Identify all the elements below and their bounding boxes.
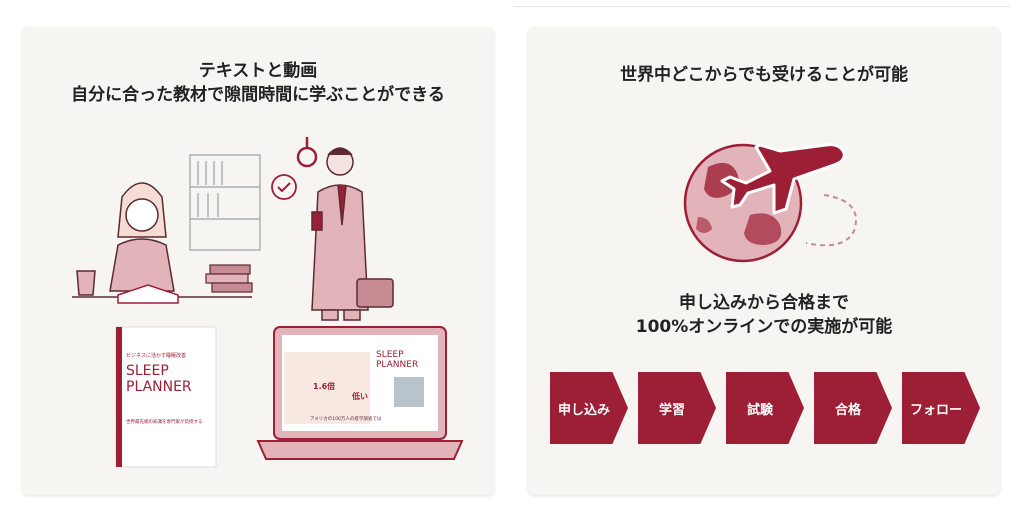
standing-man-figure: [311, 147, 394, 321]
slide-title-line2: PLANNER: [376, 360, 418, 370]
slide-title-line1: SLEEP: [376, 350, 404, 360]
feature-card-online: 世界中どこからでも受けることが可能 申し込みから合格まで 100%オンラインでの…: [528, 27, 1000, 495]
book-subtitle: ビジネスに活かす睡眠改善: [126, 352, 186, 359]
feature-card-text-video: テキストと動画 自分に合った教材で隙間時間に学ぶことができる: [22, 27, 494, 495]
heading-line: 世界中どこからでも受けることが可能: [620, 65, 908, 85]
card-heading: テキストと動画 自分に合った教材で隙間時間に学ぶことができる: [22, 59, 494, 107]
globe-airplane-illustration: [683, 143, 857, 263]
subheading-line-2: 100%オンラインでの実施が可能: [635, 317, 893, 337]
check-bubble-icon: [271, 174, 297, 200]
open-book: [117, 284, 179, 304]
process-steps: 申し込み 学習 試験 合格 フォロー: [550, 372, 980, 444]
airplane-icon: [720, 143, 846, 215]
heading-line-2: 自分に合った教材で隙間時間に学ぶことができる: [71, 85, 445, 105]
subheading-line-1: 申し込みから合格まで: [679, 293, 849, 313]
highlight-text: 低い: [351, 391, 368, 401]
book-tagline: 世界最先端の知識を専門家が伝授する: [126, 418, 203, 425]
heading-line-1: テキストと動画: [198, 61, 318, 81]
step-apply: 申し込み: [550, 372, 628, 444]
bookshelf: [189, 154, 261, 251]
hand-strap: [296, 137, 318, 168]
book-stack: [205, 264, 253, 293]
woman-reading-figure: [109, 182, 175, 292]
flight-path: [805, 194, 857, 247]
card-subheading: 申し込みから合格まで 100%オンラインでの実施が可能: [528, 291, 1000, 339]
step-exam: 試験: [726, 372, 804, 444]
step-study: 学習: [638, 372, 716, 444]
step-follow-up: フォロー: [902, 372, 980, 444]
stat-value: 1.6倍: [313, 381, 335, 391]
study-illustration: ビジネスに活かす睡眠改善 SLEEP PLANNER 世界最先端の知識を専門家が…: [72, 137, 464, 468]
step-pass: 合格: [814, 372, 892, 444]
top-divider: [514, 6, 1010, 7]
card-heading: 世界中どこからでも受けることが可能: [528, 63, 1000, 87]
book-title-line2: PLANNER: [126, 379, 192, 395]
book-title-line1: SLEEP: [126, 363, 169, 379]
sleep-planner-book: ビジネスに活かす睡眠改善 SLEEP PLANNER 世界最先端の知識を専門家が…: [115, 326, 217, 468]
slide-caption: アメリカの100万人の疫学調査では: [310, 415, 382, 422]
laptop: SLEEP PLANNER 1.6倍 低い アメリカの100万人の疫学調査では: [256, 326, 464, 460]
coffee-cup-icon: [76, 270, 96, 296]
